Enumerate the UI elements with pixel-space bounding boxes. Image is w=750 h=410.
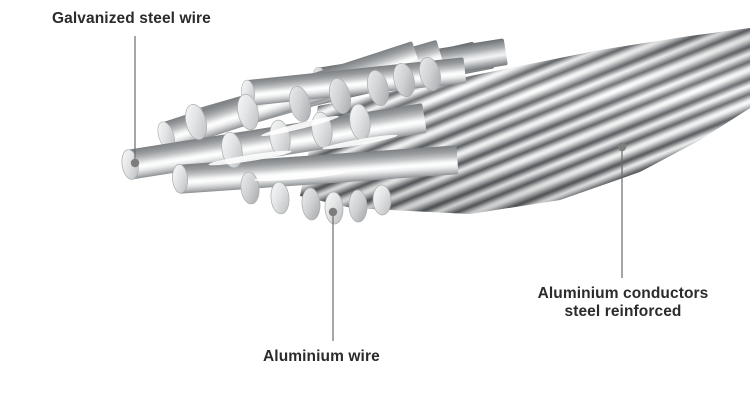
callout-label-aluminium-conductors-steel-reinforced: Aluminium conductors steel reinforced	[513, 285, 733, 321]
callout-label-line-1: Aluminium conductors	[537, 285, 709, 302]
specular-highlights	[208, 115, 398, 182]
callout-label-aluminium-wire: Aluminium wire	[263, 348, 380, 365]
leader-aluminium-conductors	[617, 142, 627, 278]
leader-aluminium-wire	[328, 207, 338, 341]
strand-end-faces	[185, 56, 441, 225]
unravelled-strand-bundle	[121, 38, 508, 225]
callout-leaders	[130, 36, 627, 341]
leader-galvanized-steel-wire	[130, 36, 140, 168]
callout-label-galvanized-steel-wire: Galvanized steel wire	[52, 10, 211, 27]
callout-label-line-2: steel reinforced	[564, 303, 682, 320]
